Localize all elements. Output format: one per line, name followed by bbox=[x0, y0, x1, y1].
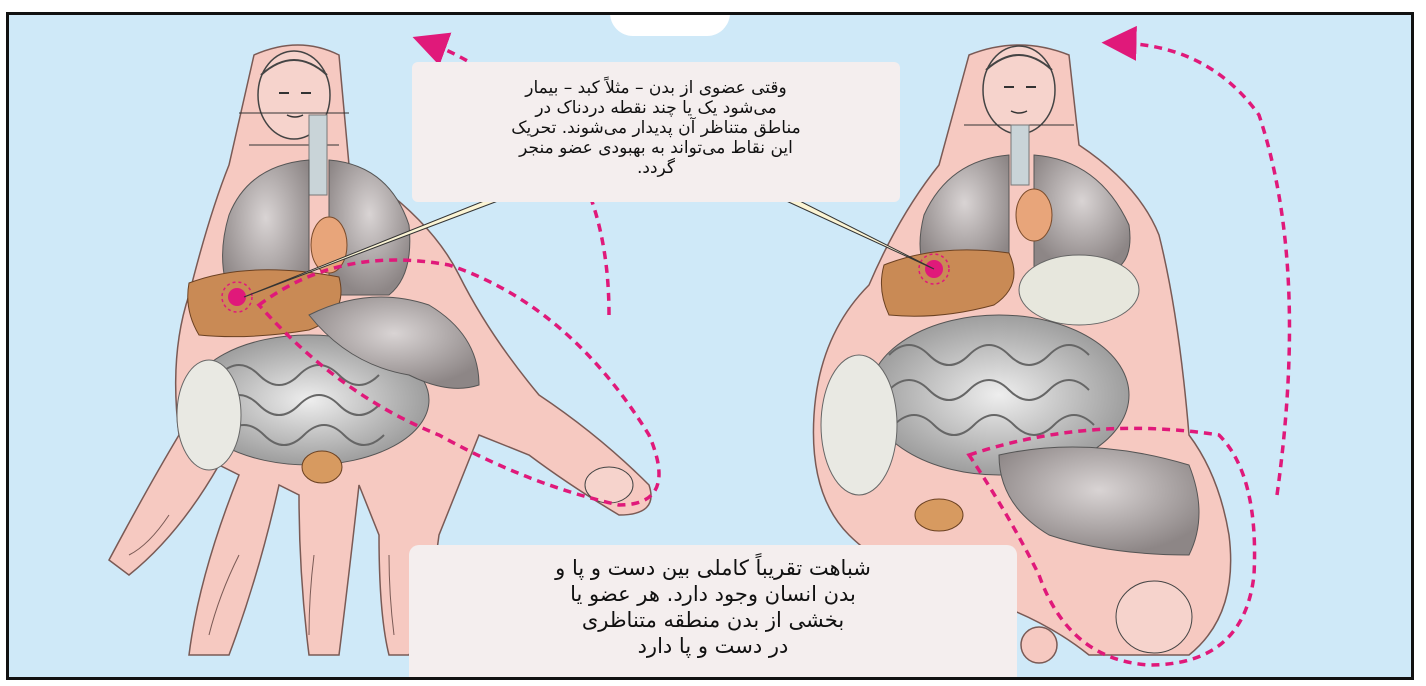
callout-bottom-line: بدن انسان وجود دارد. هر عضو یا bbox=[439, 581, 987, 607]
callout-top: وقتی عضوی از بدن – مثلاً کبد – بیمار می‌… bbox=[412, 62, 900, 202]
foot-trachea bbox=[1011, 125, 1029, 185]
hand-bladder bbox=[302, 451, 342, 483]
foot-bladder bbox=[915, 499, 963, 531]
callout-top-line: گردد. bbox=[432, 158, 880, 178]
callout-top-line: مناطق متناظر آن پدیدار می‌شوند. تحریک bbox=[432, 118, 880, 138]
callout-top-line: این نقاط می‌تواند به بهبودی عضو منجر bbox=[432, 138, 880, 158]
foot-heel-head bbox=[1116, 581, 1192, 653]
illustration-frame: وقتی عضوی از بدن – مثلاً کبد – بیمار می‌… bbox=[6, 12, 1414, 680]
callout-top-line: می‌شود یک یا چند نقطه دردناک در bbox=[432, 98, 880, 118]
hand-colon bbox=[177, 360, 241, 470]
callout-bottom-line: در دست و پا دارد bbox=[439, 633, 987, 659]
foot-colon bbox=[821, 355, 897, 495]
callout-bottom-line: بخشی از بدن منطقه متناظری bbox=[439, 607, 987, 633]
foot-heart bbox=[1016, 189, 1052, 241]
callout-bottom-line: شباهت تقریباً کاملی بین دست و پا و bbox=[439, 555, 987, 581]
callout-bottom: شباهت تقریباً کاملی بین دست و پا و بدن ا… bbox=[409, 545, 1017, 680]
hand-trachea bbox=[309, 115, 327, 195]
foot-stomach bbox=[1019, 255, 1139, 325]
callout-top-line: وقتی عضوی از بدن – مثلاً کبد – بیمار bbox=[432, 78, 880, 98]
